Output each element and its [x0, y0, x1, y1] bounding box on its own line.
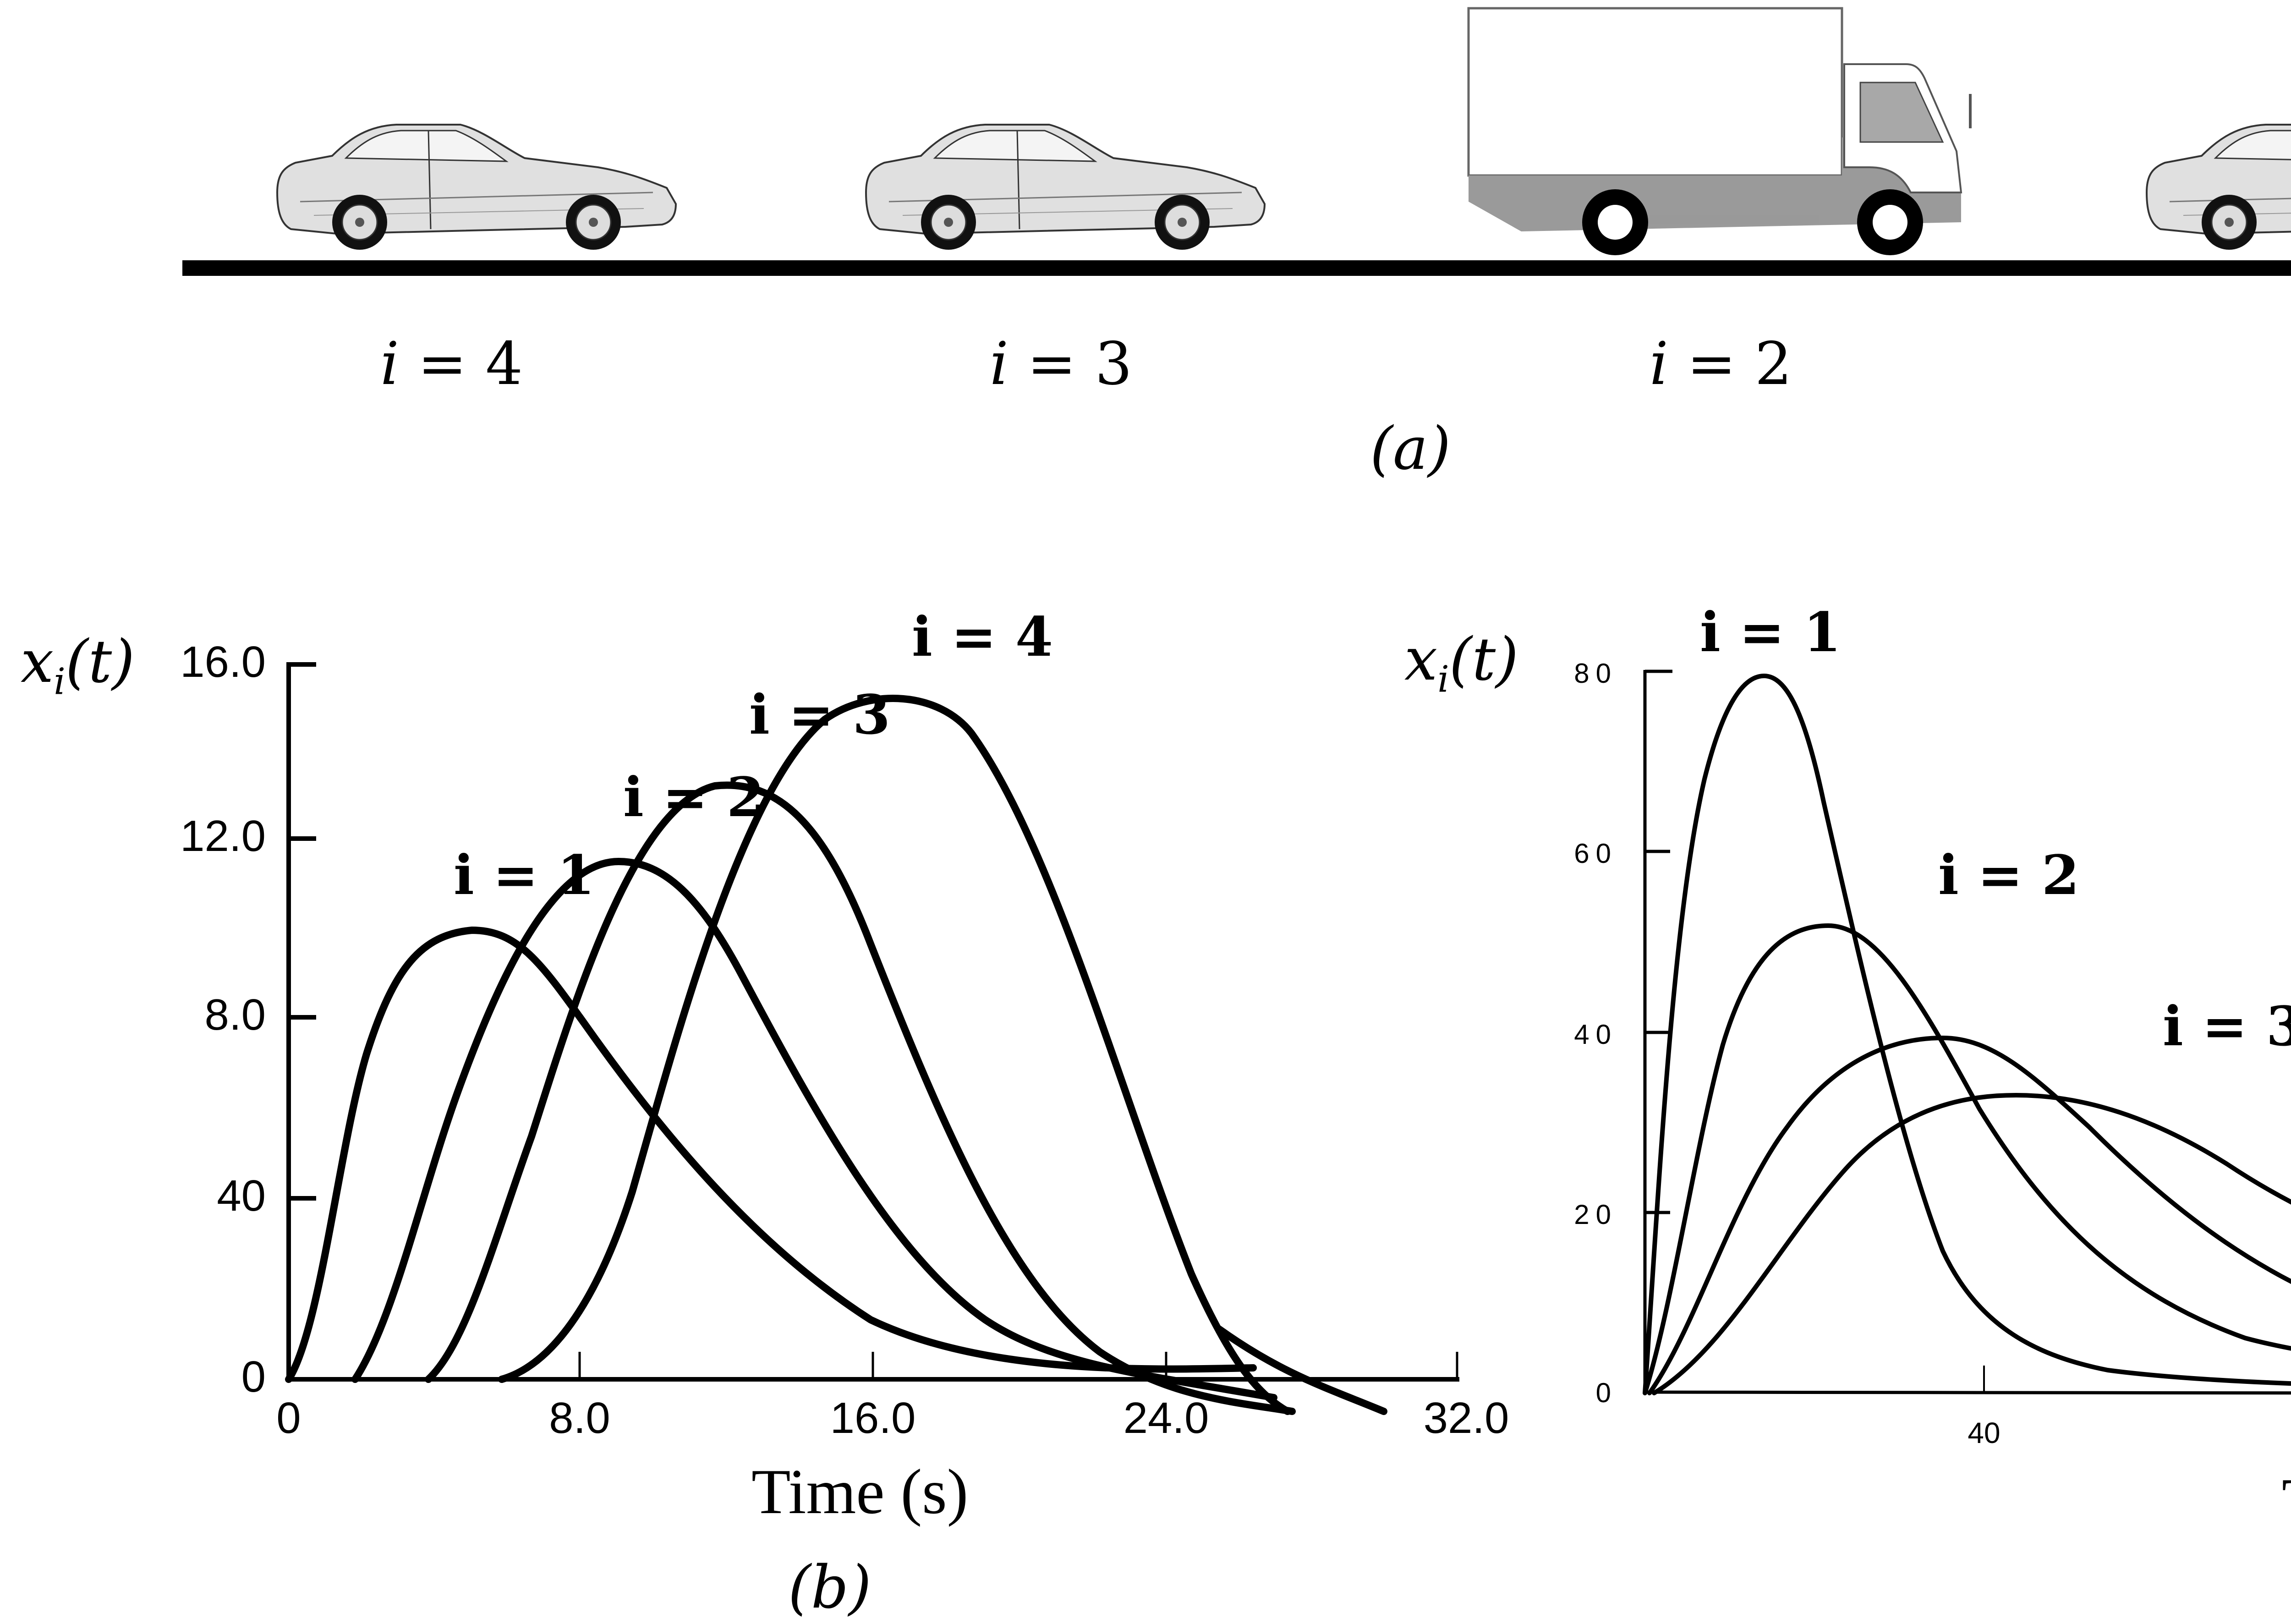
panel-c-curve-i3 [1647, 1035, 2291, 1395]
panel-b-curve-i4 [498, 695, 1387, 1415]
panel-b-curve-label-i2: i = 2 [623, 765, 764, 829]
vehicle-label-i3: i = 3 [990, 330, 1132, 398]
panel-b-y-axis-title: xi(t) [21, 628, 135, 703]
panel-b-ytick-0: 0 [241, 1352, 266, 1401]
panel-c-y-axis-title: xi(t) [1404, 625, 1519, 701]
panel-b-ytick-8: 8.0 [204, 990, 266, 1039]
panel-b-x-axis-title: Time (s) [751, 1456, 969, 1527]
panel-b-ytick-12: 12.0 [180, 812, 266, 861]
panel-c-curves [1643, 673, 2291, 1395]
panel-b-curves [285, 695, 1387, 1415]
panel-b-curve-label-i4: i = 4 [912, 605, 1053, 669]
panel-c-curve-label-i3: i = 3 [2163, 994, 2291, 1058]
panel-b-label: (b) [788, 1553, 871, 1622]
panel-b-ytick-16: 16.0 [180, 637, 266, 686]
panel-c-ytick-40: 40 [1574, 1019, 1617, 1050]
panel-c-ytick-0: 0 [1595, 1377, 1617, 1408]
panel-c-xtick-40: 40 [1968, 1416, 2001, 1449]
panel-c-ytick-20: 20 [1574, 1199, 1617, 1230]
panel-c-curve-i2 [1643, 923, 2291, 1395]
panel-b-curve-label-i1: i = 1 [454, 843, 595, 907]
panel-c-x-axis-title: Time (s) [2282, 1464, 2291, 1538]
panel-c-ytick-60: 60 [1574, 838, 1617, 869]
panel-b-curve-i2 [351, 857, 1277, 1401]
panel-c-ytick-80: 80 [1574, 658, 1617, 689]
panel-b-axes [286, 662, 1459, 1382]
vehicle-label-i2: i = 2 [1650, 330, 1792, 398]
panel-b-xtick-24: 24.0 [1123, 1394, 1209, 1443]
panel-b-curve-i3 [425, 781, 1296, 1415]
panel-c-curve-label-i2: i = 2 [1938, 843, 2079, 907]
panel-b-curve-label-i3: i = 3 [749, 683, 890, 746]
panel-c-curve-i4 [1652, 1092, 2291, 1395]
panel-b-xtick-8: 8.0 [549, 1394, 610, 1443]
panel-c-curve-label-i1: i = 1 [1700, 600, 1841, 664]
panel-b-xtick-32: 32.0 [1423, 1394, 1509, 1443]
panel-b-ytick-4: 40 [217, 1171, 266, 1220]
panel-c-xtick-80: 80 [2270, 1418, 2291, 1452]
panel-c-curve-i1 [1643, 673, 2291, 1395]
panel-b-curve-i1 [285, 926, 1257, 1383]
panel-a-label: (a) [1370, 415, 1451, 483]
panel-b-xtick-16: 16.0 [830, 1394, 916, 1443]
panel-b-xtick-0: 0 [276, 1394, 301, 1443]
road [182, 260, 2291, 276]
vehicle-label-i4: i = 4 [380, 330, 523, 398]
panel-c-axes [1643, 669, 2291, 1395]
truck-i2 [1467, 7, 1972, 255]
